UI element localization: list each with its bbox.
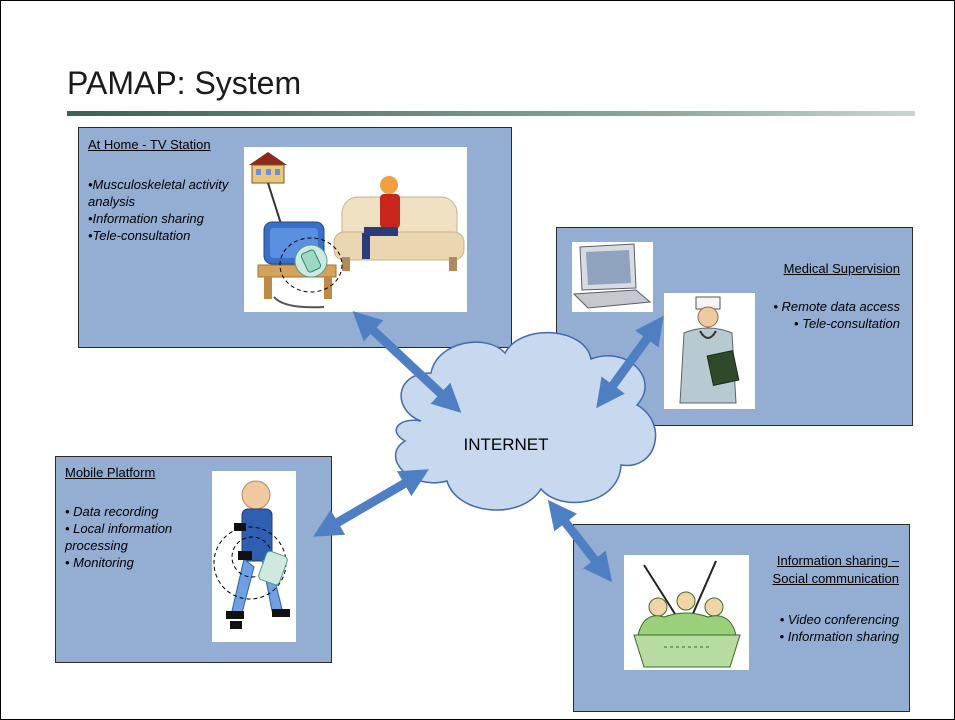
sensor-device-icon <box>279 237 343 293</box>
arrow-medical-cloud <box>596 315 664 409</box>
mobile-box: Mobile Platform • Data recording • Local… <box>55 456 332 663</box>
medical-box-title: Medical Supervision <box>783 261 900 276</box>
mobile-box-title: Mobile Platform <box>65 465 156 480</box>
sofa-person-icon <box>333 176 465 271</box>
social-box: Information sharing – Social communicati… <box>573 524 910 712</box>
video-conference-icon <box>633 560 741 668</box>
home-feature-item: •Information sharing <box>88 211 204 226</box>
home-feature-list: •Musculoskeletal activity analysis •Info… <box>88 176 240 244</box>
arrow-social-cloud <box>547 499 613 583</box>
home-feature-item: •Tele-consultation <box>88 228 191 243</box>
social-feature-list: • Video conferencing • Information shari… <box>729 611 899 645</box>
laptop-picture <box>572 242 653 312</box>
mobile-feature-item: • Data recording <box>65 504 159 519</box>
mobile-feature-list: • Data recording • Local information pro… <box>65 503 205 571</box>
home-box-title: At Home - TV Station <box>88 137 211 152</box>
arrow-mobile-cloud <box>313 469 429 537</box>
title-underline <box>67 111 915 116</box>
mobile-person-picture <box>212 471 296 642</box>
cloud-icon <box>394 332 657 511</box>
medical-feature-item: • Remote data access <box>773 299 900 314</box>
mobile-feature-item: • Monitoring <box>65 555 134 570</box>
social-box-title-line1: Information sharing – <box>776 553 899 568</box>
doctor-picture <box>664 293 755 409</box>
internet-label: INTERNET <box>463 435 549 454</box>
house-icon <box>249 152 287 228</box>
sensor-device-icon <box>213 523 288 629</box>
laptop-icon <box>572 243 652 309</box>
arrow-home-cloud <box>352 311 462 413</box>
home-tv-picture <box>244 147 467 312</box>
walking-person-icon <box>226 480 290 619</box>
social-box-title-line2: Social communication <box>772 571 899 586</box>
medical-feature-item: • Tele-consultation <box>794 316 900 331</box>
medical-feature-list: • Remote data access • Tele-consultation <box>720 298 900 332</box>
home-feature-item: •Musculoskeletal activity analysis <box>88 177 229 209</box>
social-feature-item: • Video conferencing <box>779 612 899 627</box>
social-feature-item: • Information sharing <box>779 629 899 644</box>
slide-title: PAMAP: System <box>67 65 302 101</box>
video-conference-picture <box>624 555 749 670</box>
doctor-icon <box>679 296 740 404</box>
mobile-feature-item: • Local information processing <box>65 521 173 553</box>
medical-box: Medical Supervision • Remote data access… <box>556 227 913 426</box>
